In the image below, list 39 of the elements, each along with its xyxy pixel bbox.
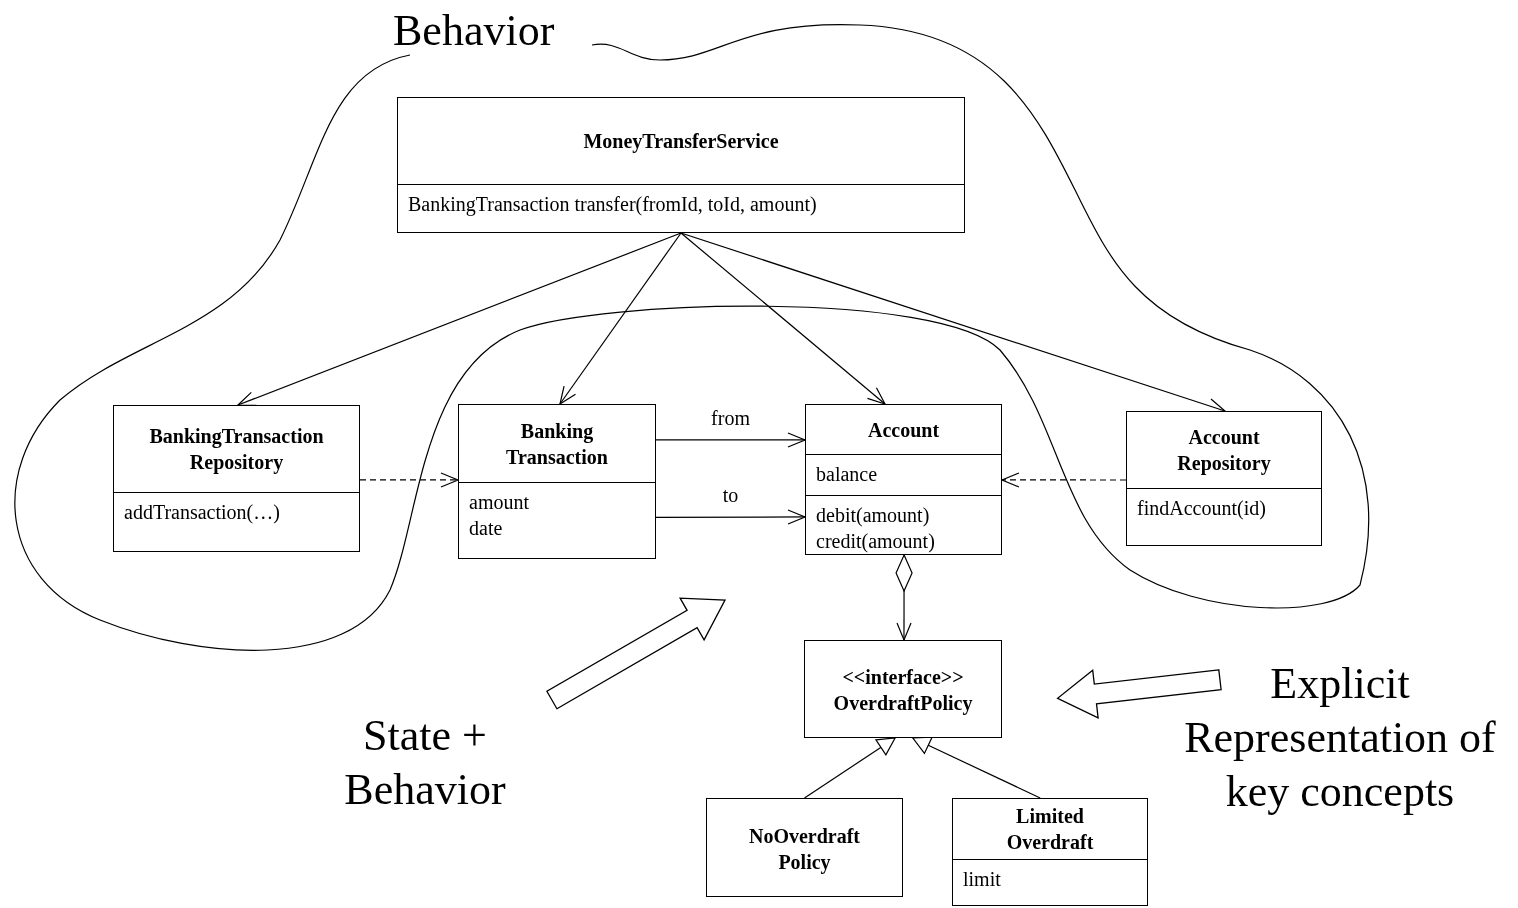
class-box [397, 97, 965, 233]
class-name: NoOverdraft Policy [747, 823, 862, 875]
class-name: BankingTransaction Repository [148, 424, 325, 475]
association-arrow [237, 232, 682, 406]
association-arrow [655, 509, 806, 525]
association-arrow [895, 554, 913, 641]
class-members: amount date [469, 490, 530, 541]
class-members: limit [963, 867, 1002, 892]
class-name: Banking Transaction [505, 418, 609, 470]
class-box [458, 404, 656, 559]
class-members: debit(amount) credit(amount) [816, 503, 936, 554]
block-arrow [546, 597, 727, 710]
class-members: balance [816, 462, 879, 487]
dependency-arrow [359, 472, 459, 488]
annotation-text: Explicit Representation of key concepts [1183, 657, 1497, 818]
class-name: <<interface>> OverdraftPolicy [832, 665, 974, 716]
class-box [952, 798, 1148, 906]
class-box [804, 640, 1002, 738]
region-heading: Behavior [393, 6, 555, 56]
association-arrow [680, 232, 886, 405]
dependency-arrow [1001, 472, 1127, 488]
association-arrow [559, 232, 682, 405]
class-name: Account [867, 417, 940, 443]
class-box [706, 798, 903, 897]
class-members: BankingTransaction transfer(fromId, toId, amount) [408, 192, 818, 217]
class-box [805, 404, 1002, 555]
association-arrow [803, 737, 896, 799]
association-arrow [680, 232, 1226, 413]
class-box [113, 405, 360, 552]
association-arrow [912, 736, 1041, 799]
class-box [1126, 411, 1322, 546]
class-members: addTransaction(…) [124, 500, 281, 525]
class-name: Limited Overdraft [1005, 804, 1095, 855]
class-name: MoneyTransferService [583, 129, 779, 154]
class-name: Account Repository [1176, 425, 1272, 476]
block-arrow [1056, 668, 1222, 719]
class-members: findAccount(id) [1137, 496, 1267, 521]
annotation-text: State + Behavior [343, 709, 507, 816]
association-arrow [655, 432, 806, 448]
